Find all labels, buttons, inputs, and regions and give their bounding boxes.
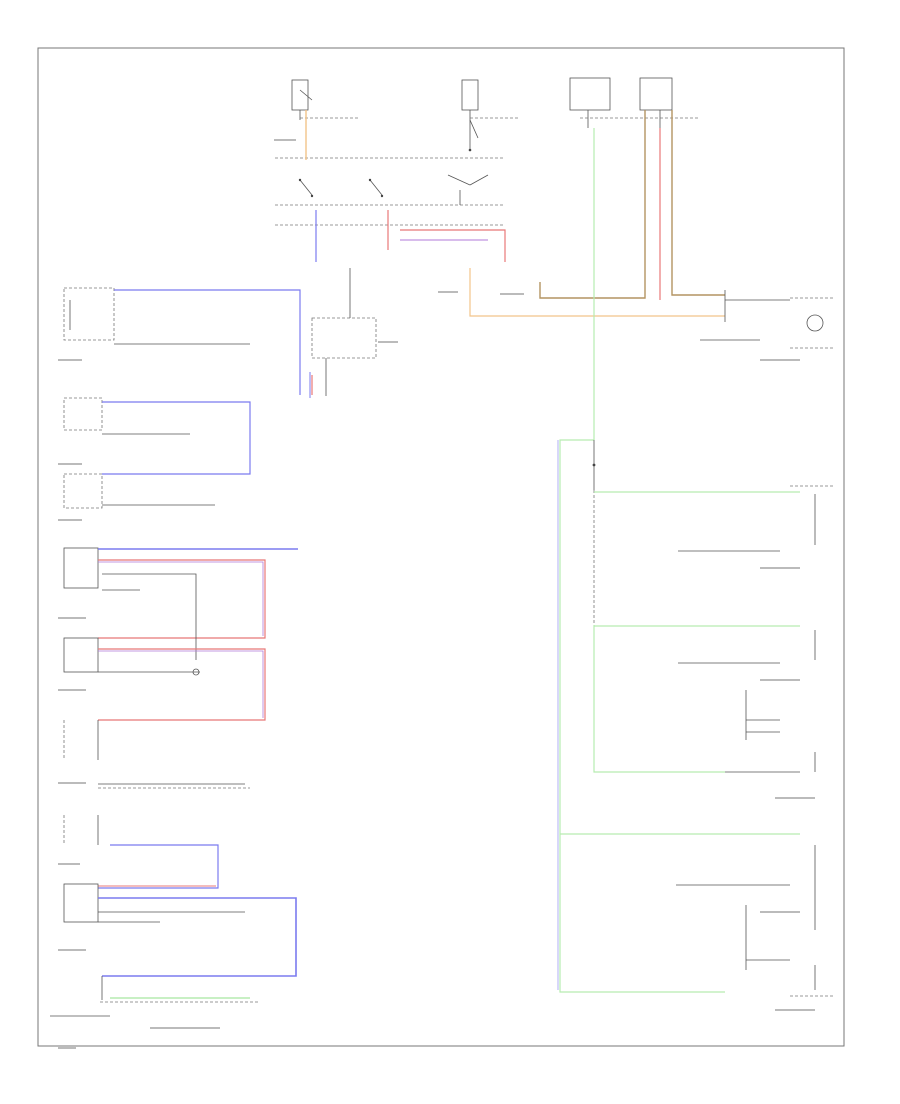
headlamp-switch-contacts [298,174,489,205]
instrument-cluster-block [309,268,377,398]
wire-orange-lower [469,268,725,317]
left-switch-block-5 [63,637,266,721]
right-module-1 [594,485,835,552]
wire-red-dimmer [400,229,506,262]
illegible-label-marks [58,139,815,1049]
fuse-block-center [461,79,520,152]
right-module-3 [593,625,816,773]
diagram-border [37,47,845,1047]
left-lamp-7 [63,815,219,889]
wire-brown-feed [539,110,646,299]
rear-illumination-connector [700,290,835,349]
fuse-block-right [569,77,700,128]
data-link-connector-wire [50,997,260,1017]
right-module-4 [560,833,835,997]
right-main-bus [557,439,725,993]
left-switch-block-4 [63,547,298,660]
right-module-2 [594,625,816,740]
left-switch-block-8 [63,883,297,1000]
wire-brown-right [671,110,725,296]
fuse-block-left [291,79,360,120]
left-lamp-3 [63,473,215,509]
left-lamp-1 [63,287,301,395]
left-lamp-2 [63,397,251,475]
left-switch-block-6 [63,720,250,789]
